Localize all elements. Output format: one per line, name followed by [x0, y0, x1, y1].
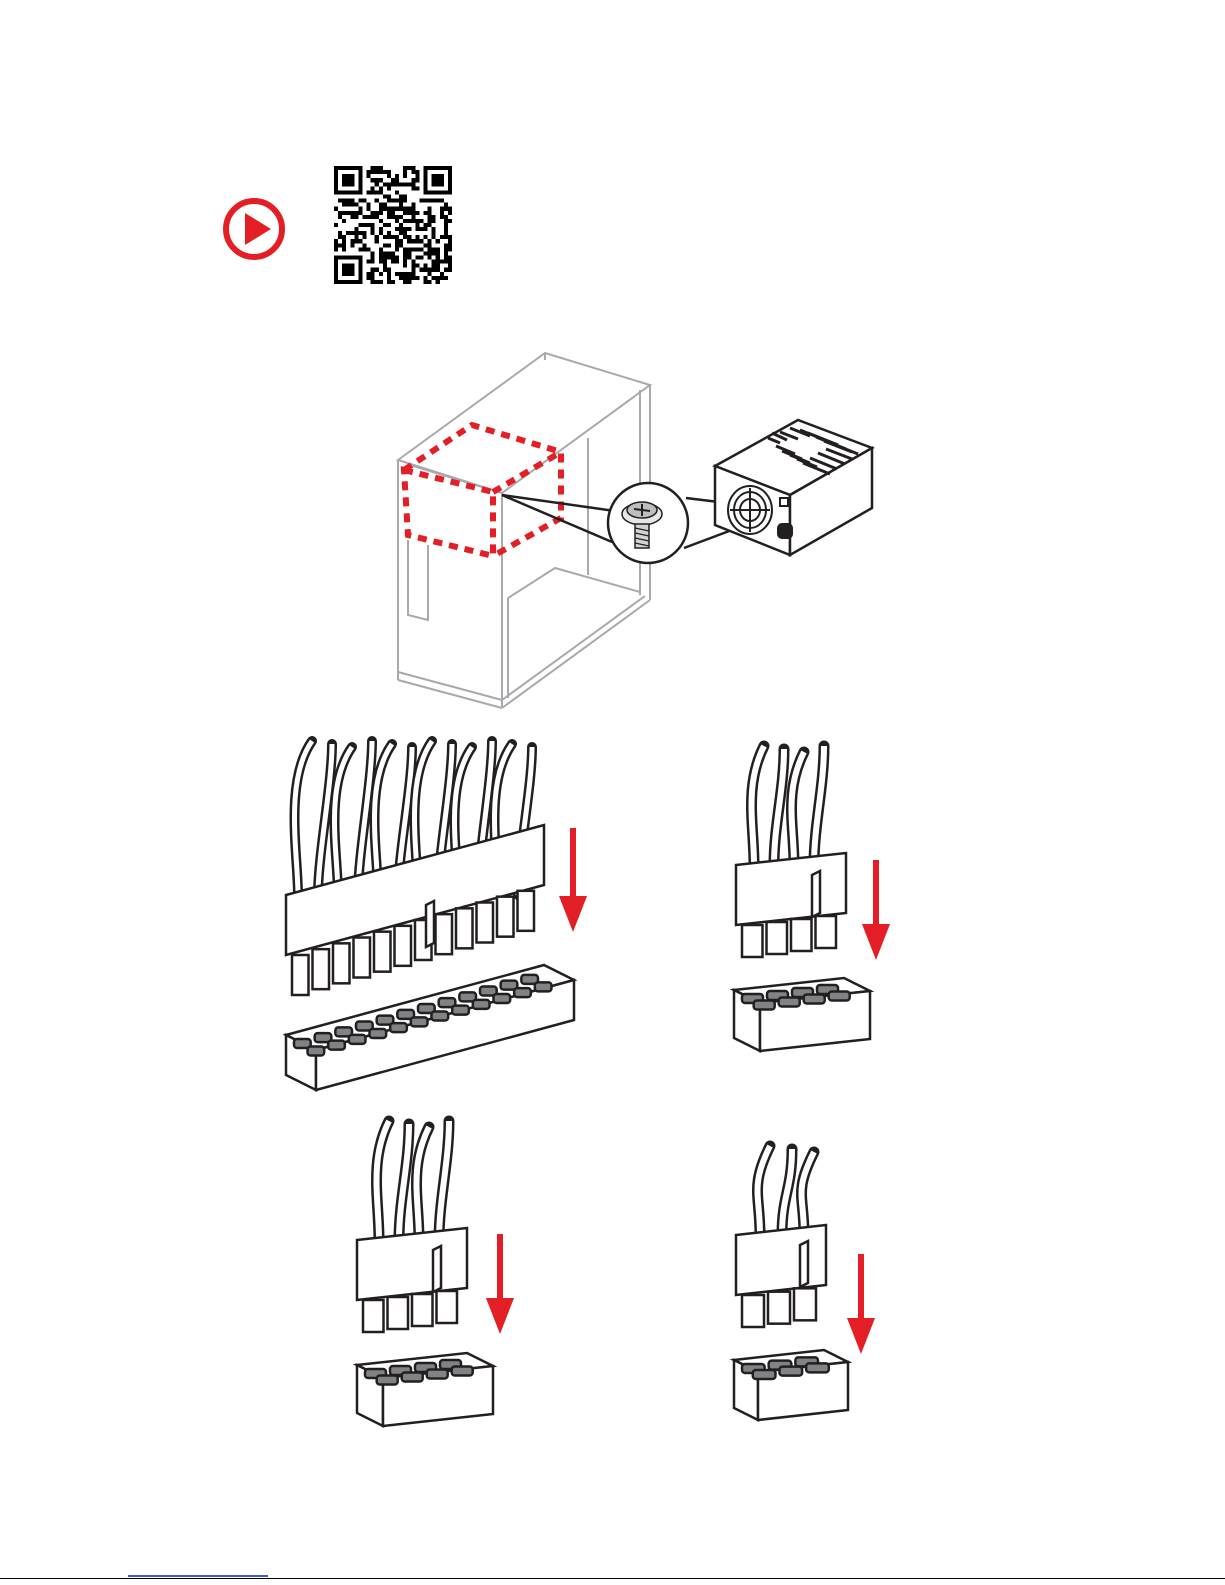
cable-plug: [357, 1228, 467, 1332]
board-header: [734, 1350, 848, 1420]
cable-plug: [736, 1225, 826, 1327]
footer-rule: [0, 1578, 1225, 1579]
board-header: [357, 1353, 493, 1426]
header-pin: [753, 1370, 776, 1379]
header-pin: [452, 1006, 469, 1015]
header-pin: [411, 1017, 428, 1026]
power-supply: [715, 420, 872, 555]
header-pin: [308, 1047, 325, 1056]
header-pin: [452, 1367, 473, 1376]
header-pin: [370, 1029, 387, 1038]
header-pin: [804, 995, 825, 1004]
insert-arrow-icon: [859, 860, 893, 965]
case-psu-diagram: [390, 350, 890, 715]
header-pin: [473, 1000, 490, 1009]
header-pin: [514, 988, 531, 997]
header-pin: [494, 994, 511, 1003]
header-pin: [390, 1023, 407, 1032]
insert-arrow-icon: [556, 828, 590, 938]
header-pin: [754, 1001, 775, 1010]
board-header: [734, 978, 870, 1051]
insert-arrow-icon: [483, 1234, 517, 1339]
header-pin: [535, 982, 552, 991]
header-pin: [377, 1376, 398, 1385]
psu-fan: [728, 486, 772, 534]
header-pin: [427, 1370, 448, 1379]
footer-link-underline[interactable]: [128, 1575, 268, 1577]
header-pin: [432, 1012, 449, 1021]
qr-code-icon[interactable]: [334, 166, 452, 284]
psu-bay-highlight: [404, 425, 561, 556]
header-pin: [829, 992, 850, 1001]
play-icon[interactable]: [221, 196, 287, 262]
header-pin: [402, 1373, 423, 1382]
cable-plug: [736, 853, 846, 957]
header-pin: [328, 1041, 345, 1050]
insert-arrow-icon: [844, 1254, 878, 1359]
header-pin: [779, 998, 800, 1007]
header-pin: [349, 1035, 366, 1044]
header-pin: [779, 1367, 802, 1376]
header-pin: [806, 1363, 829, 1372]
atx-24pin-connector: [270, 735, 600, 1110]
